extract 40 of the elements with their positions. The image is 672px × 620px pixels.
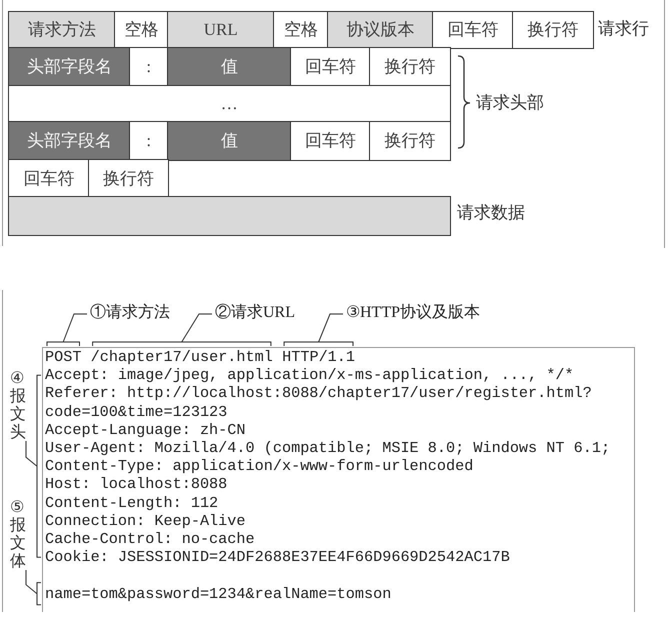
- field-box: 回车符: [290, 121, 370, 160]
- field-box: 协议版本: [327, 11, 434, 48]
- code-token: HTTP/1.1: [282, 348, 356, 366]
- section-label: 请求行: [598, 18, 649, 40]
- callout-label: ③HTTP协议及版本: [346, 303, 480, 323]
- leader-line: [26, 374, 42, 558]
- field-box: 换行符: [88, 159, 168, 198]
- field-box: 回车符: [290, 47, 370, 86]
- section-label: 请求数据: [457, 202, 525, 224]
- field-box: 请求方法: [8, 11, 116, 48]
- callout-label: ④报文头: [10, 369, 26, 441]
- field-box: 头部字段名: [8, 121, 130, 160]
- field-box: :: [129, 121, 168, 160]
- callout-label: ②请求URL: [215, 303, 295, 323]
- code-token: /chapter17/user.html: [90, 348, 273, 366]
- code-text: Accept: image/jpeg, application/x-ms-application, ..., */* Referer: http://localhost:8088/chapter17/user/register.html? code=100&time=123123 Accept-Language: zh-CN User-Agent: Mozilla/4.0 (compatible; MSIE 8.0; Windows NT 6.1; Content-Type: application/x-www-form-urlencoded Host: localhost:8088 Content-Length: 112 Connection: Keep-Alive Cache-Control: no-cache Cookie: JSESSIONID=24DF2688E37EE4F66D9669D2542AC17B: [45, 366, 610, 566]
- field-box: :: [129, 47, 168, 86]
- leader-line: [26, 570, 42, 606]
- field-box: 值: [167, 47, 292, 86]
- field-box: 空格: [273, 11, 328, 48]
- field-box: 换行符: [369, 47, 450, 86]
- field-box: 回车符: [432, 11, 514, 48]
- field-box: 值: [167, 121, 292, 160]
- callout-label: ⑤报文体: [10, 498, 26, 570]
- field-box: 空格: [114, 11, 168, 48]
- field-box: 换行符: [369, 121, 450, 160]
- field-box: 回车符: [8, 159, 90, 198]
- leader-line: [92, 314, 272, 346]
- section-label: 请求头部: [476, 92, 544, 114]
- callout-label: ①请求方法: [90, 303, 170, 323]
- field-box: 换行符: [512, 11, 594, 48]
- field-box: 头部字段名: [8, 47, 130, 86]
- field-box: URL: [167, 11, 274, 48]
- code-line: name=tom&password=1234&realName=tomson: [45, 584, 392, 603]
- code-token: POST: [45, 348, 82, 366]
- data-bar: [8, 196, 450, 236]
- leader-line: [284, 314, 354, 346]
- field-box: …: [8, 85, 450, 122]
- leader-line: [46, 314, 88, 346]
- code-panel: [42, 347, 635, 612]
